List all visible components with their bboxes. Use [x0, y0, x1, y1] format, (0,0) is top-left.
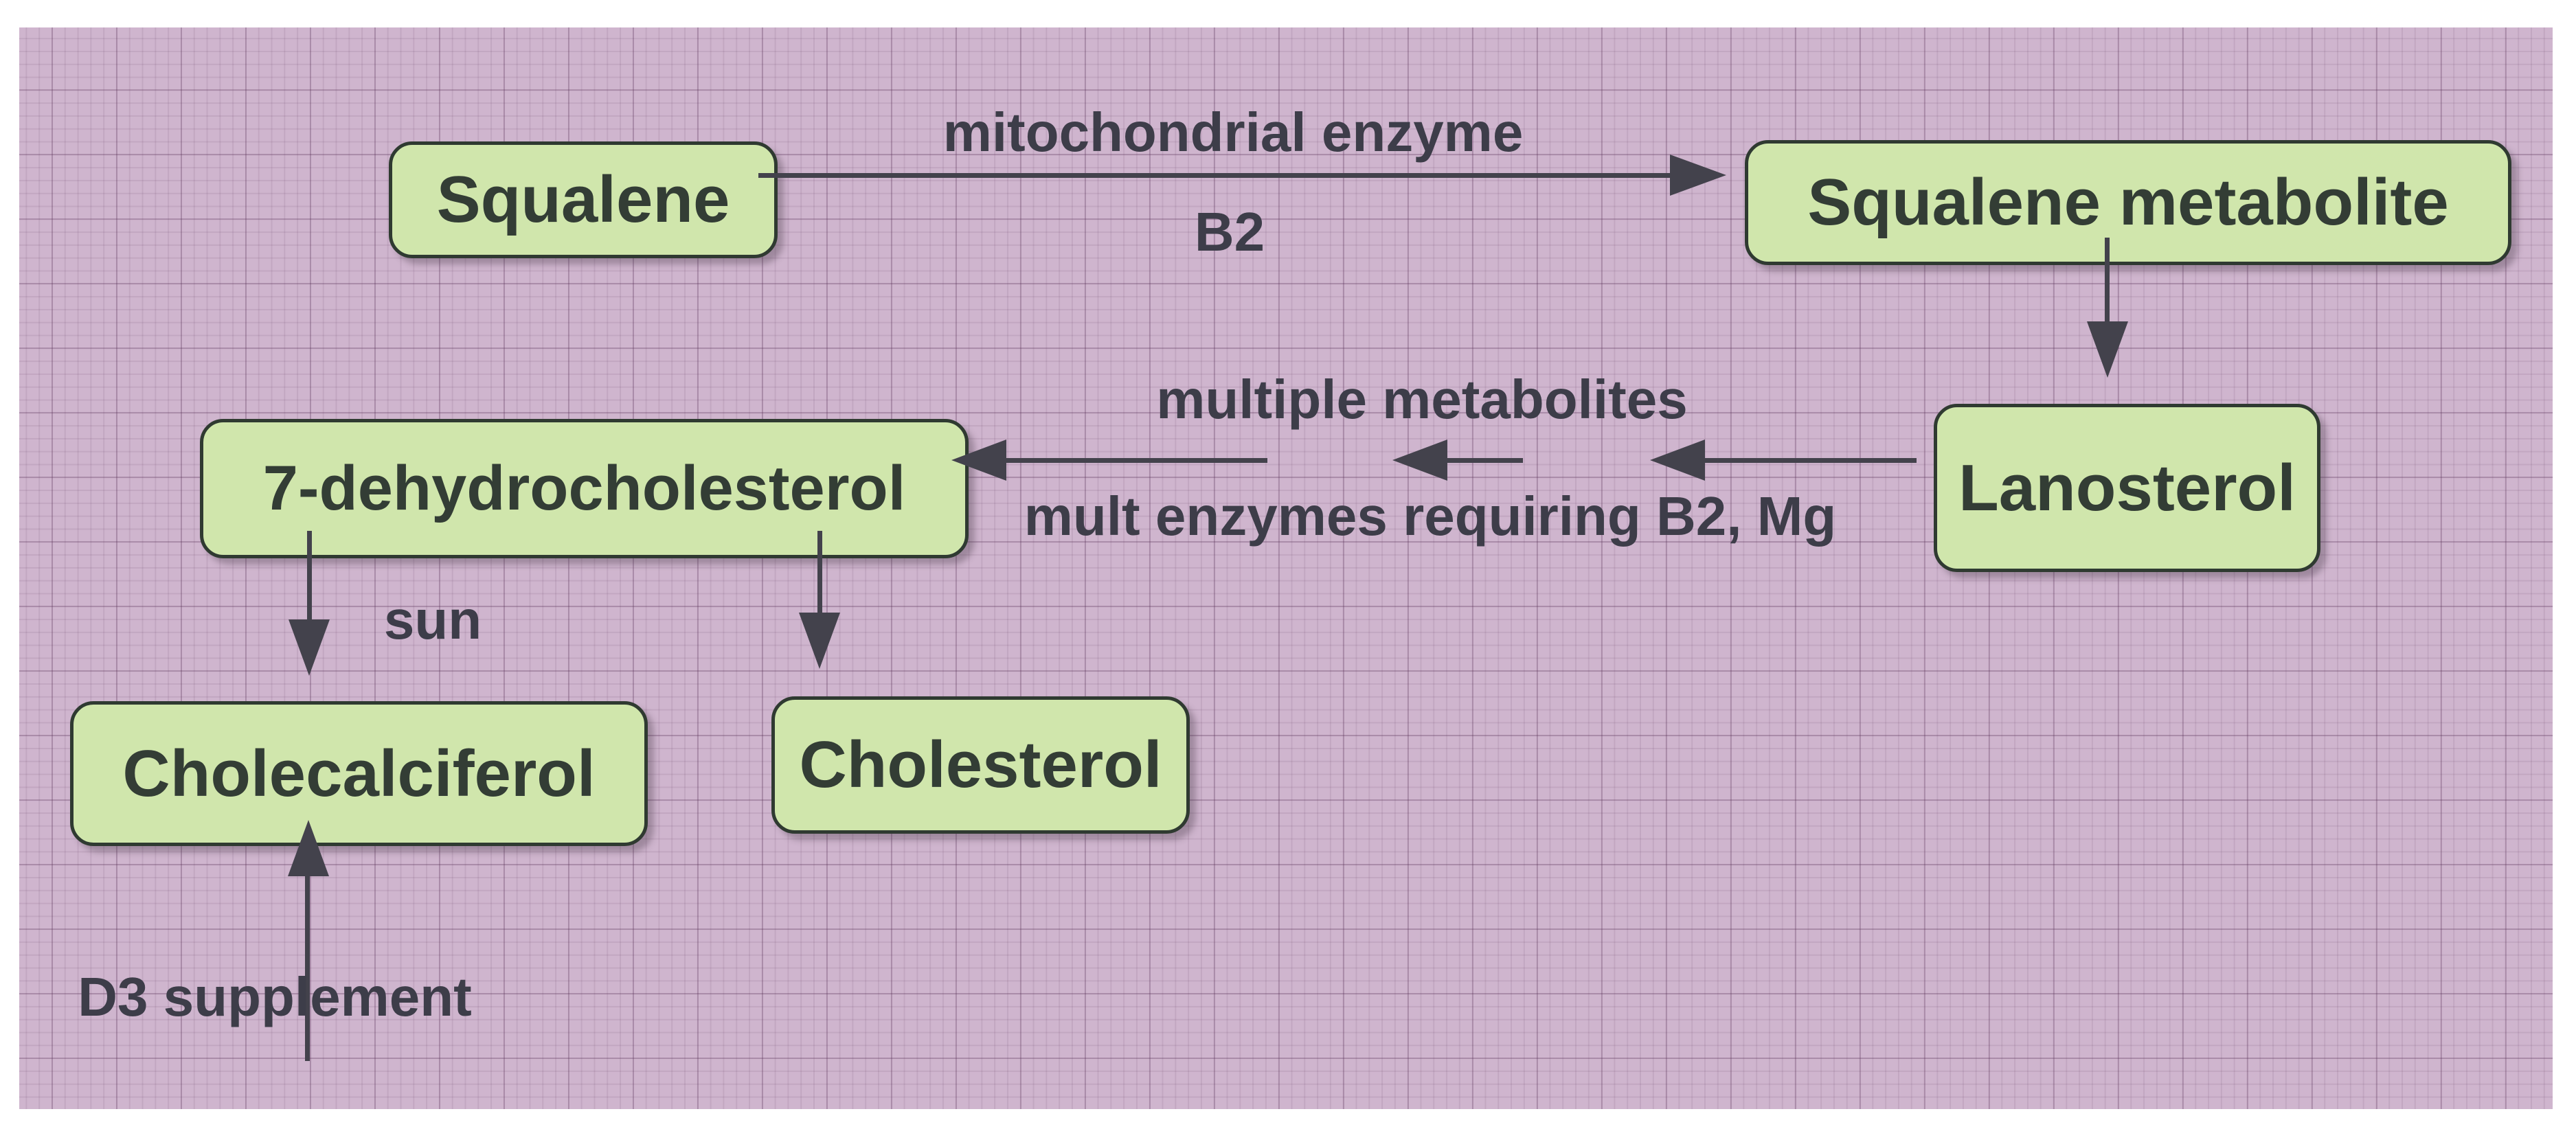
edge-label-multiple-metabolites[interactable]: multiple metabolites [1156, 369, 1688, 430]
edge-lanosterol-chain-arrowhead-1-icon[interactable] [1650, 440, 1705, 481]
edge-lanosterol-chain-arrowhead-2-icon[interactable] [1392, 440, 1447, 481]
edge-metabolite-to-lanosterol-line[interactable] [2105, 238, 2110, 323]
edge-lanosterol-chain-line-3[interactable] [1005, 458, 1267, 463]
edge-label-d3-supplement[interactable]: D3 supplement [78, 966, 472, 1027]
node-lanosterol[interactable]: Lanosterol [1934, 404, 2320, 572]
edge-dehydro-to-cholesterol-line[interactable] [817, 531, 822, 617]
edge-squalene-to-metabolite-arrowhead-icon[interactable] [1670, 155, 1726, 196]
edge-label-sun[interactable]: sun [383, 589, 482, 650]
node-cholecalciferol[interactable]: Cholecalciferol [70, 701, 648, 846]
edge-dehydro-to-cholecalciferol-arrowhead-icon[interactable] [289, 619, 330, 676]
edge-d3-to-cholecalciferol-line[interactable] [305, 874, 310, 1061]
edge-lanosterol-chain-arrowhead-3-icon[interactable] [951, 440, 1006, 481]
node-cholesterol[interactable]: Cholesterol [771, 696, 1190, 834]
edge-lanosterol-chain-line-2[interactable] [1446, 458, 1523, 463]
edge-metabolite-to-lanosterol-arrowhead-icon[interactable] [2087, 321, 2128, 378]
diagram-canvas: Squalene Squalene metabolite Lanosterol … [19, 27, 2553, 1109]
node-squalene-metabolite[interactable]: Squalene metabolite [1745, 140, 2511, 265]
node-squalene[interactable]: Squalene [389, 141, 778, 258]
edge-dehydro-to-cholesterol-arrowhead-icon[interactable] [799, 613, 840, 669]
edge-dehydro-to-cholecalciferol-line[interactable] [307, 531, 312, 624]
edge-label-b2[interactable]: B2 [1194, 201, 1265, 262]
edge-d3-to-cholecalciferol-arrowhead-icon[interactable] [288, 820, 329, 876]
edge-lanosterol-chain-line-1[interactable] [1704, 458, 1917, 463]
edge-squalene-to-metabolite-line[interactable] [758, 173, 1670, 178]
node-7-dehydrocholesterol[interactable]: 7-dehydrocholesterol [200, 419, 969, 558]
edge-label-mult-enzymes[interactable]: mult enzymes requiring B2, Mg [1024, 486, 1837, 547]
edge-label-mitochondrial-enzyme[interactable]: mitochondrial enzyme [942, 102, 1524, 163]
